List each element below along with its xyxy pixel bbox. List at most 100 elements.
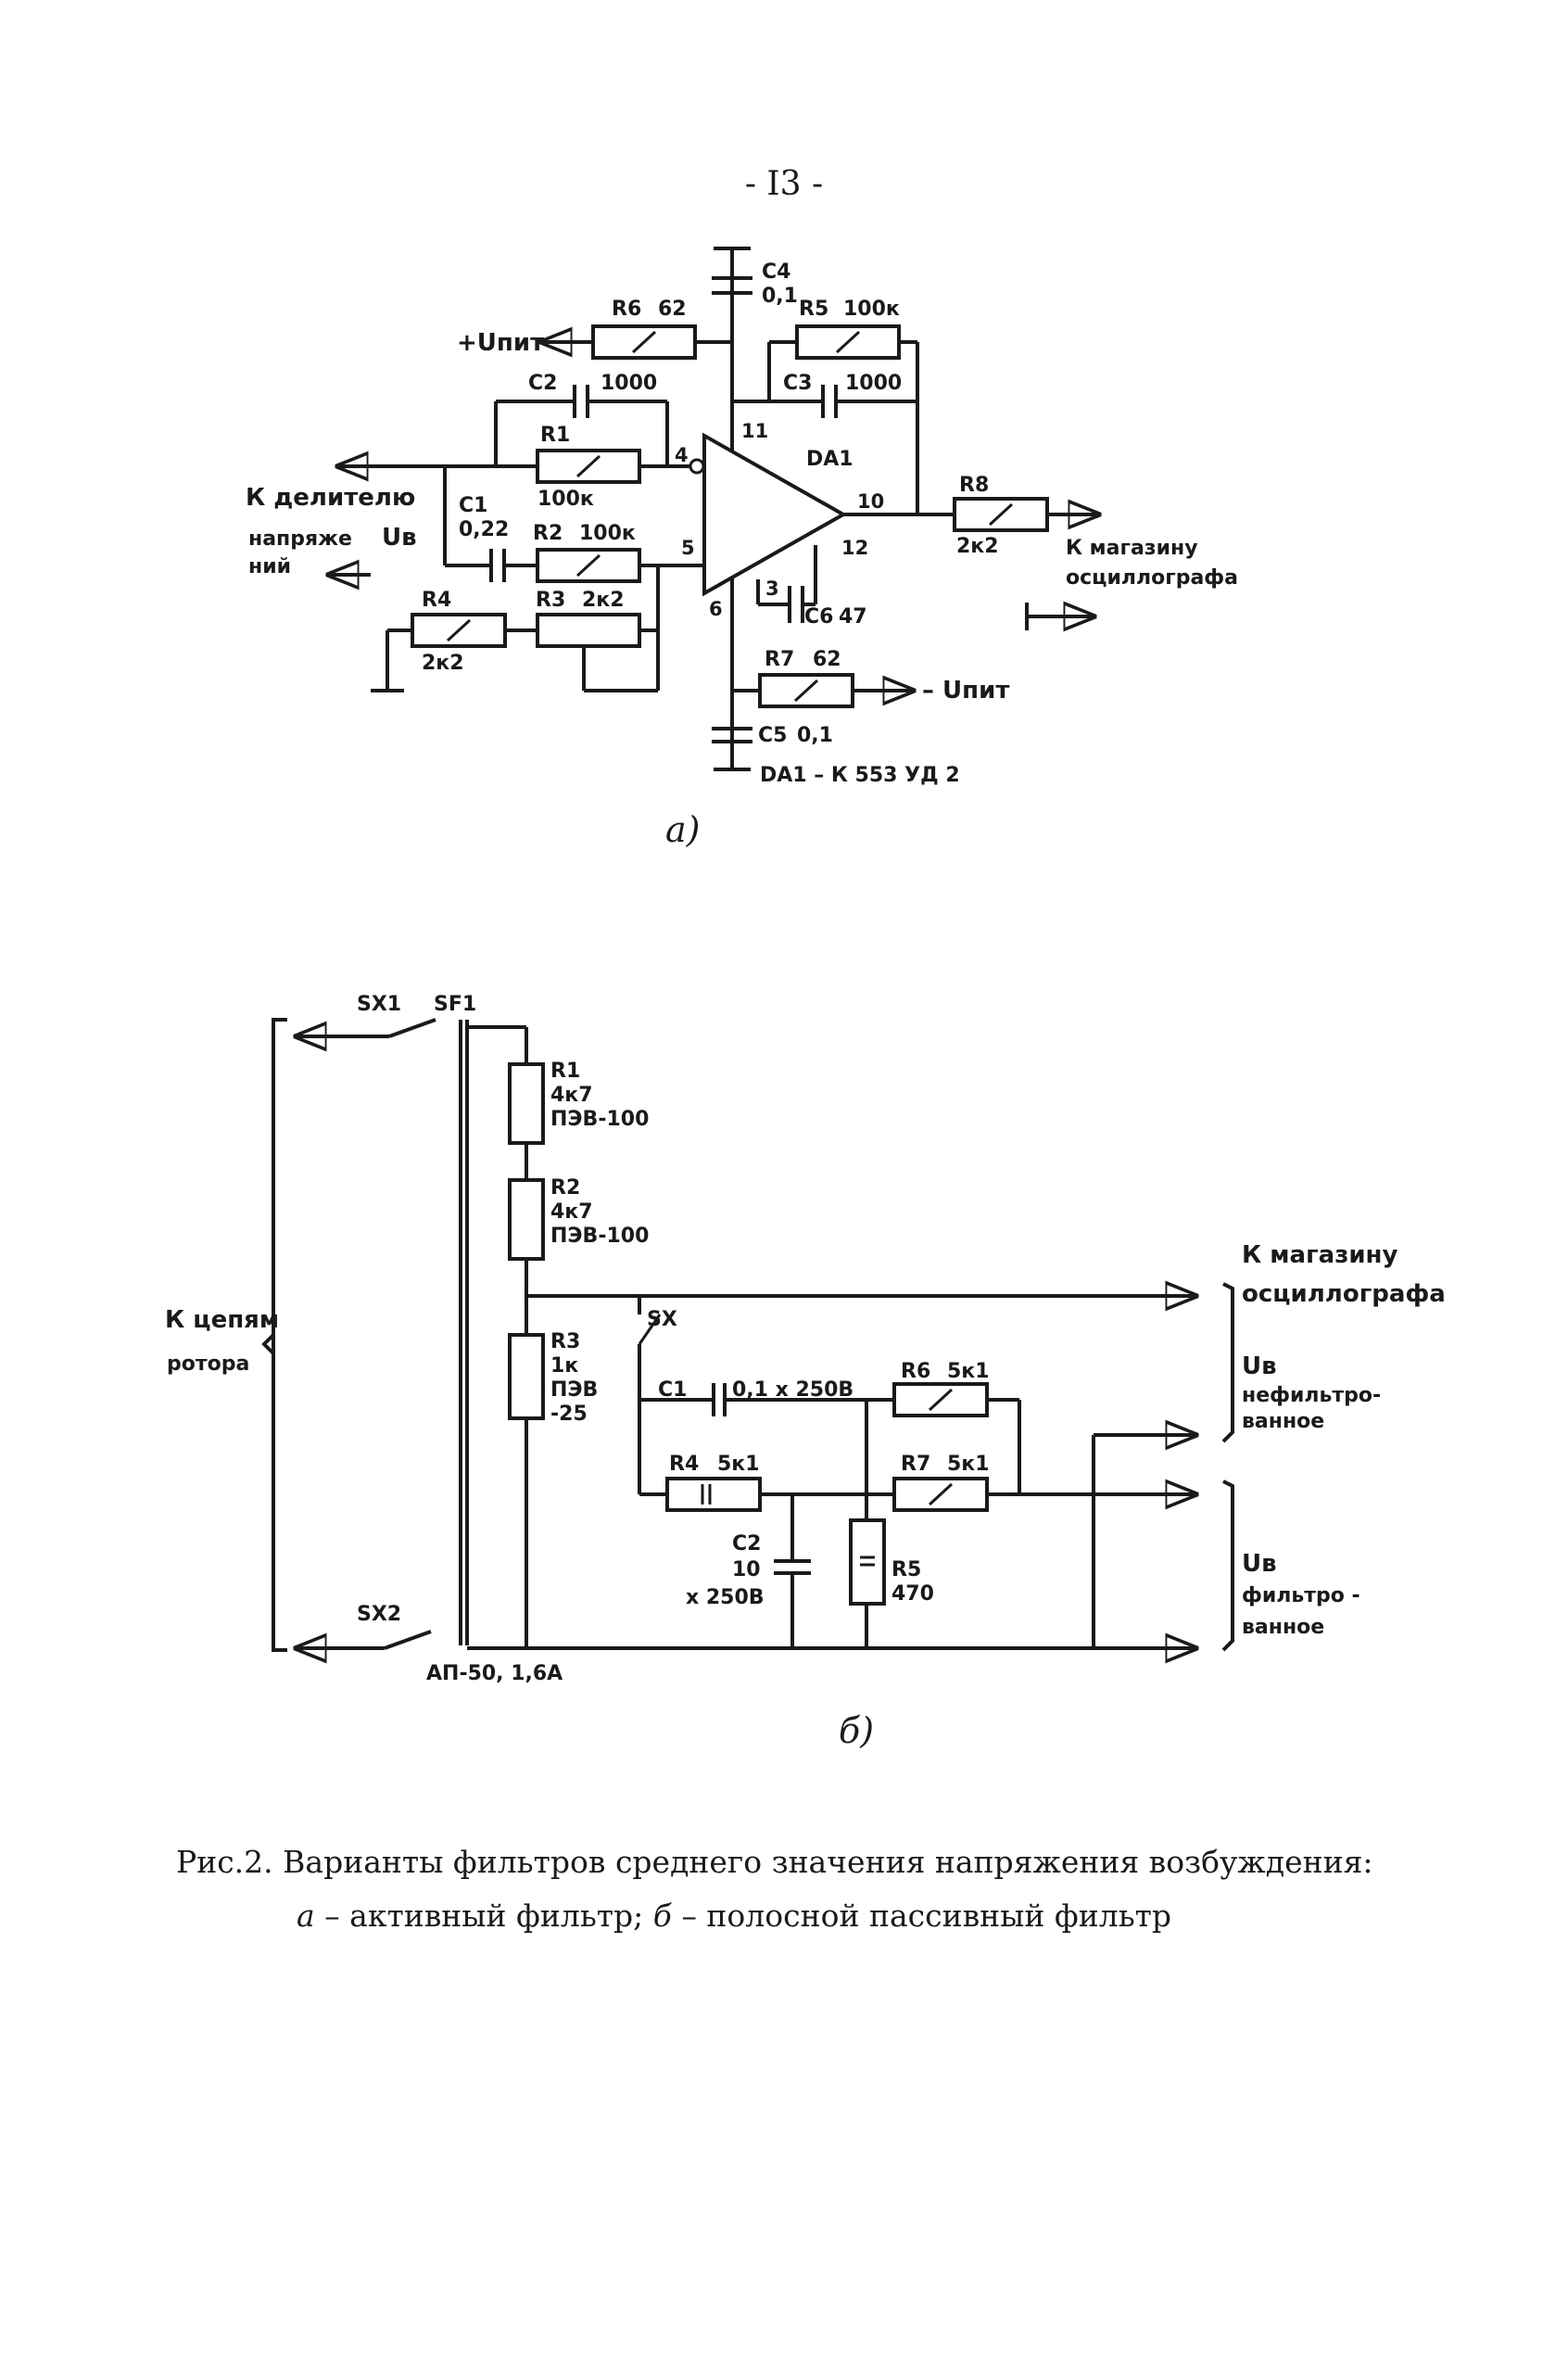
label-sx: SX: [647, 1308, 677, 1331]
label-r1-b: R1: [550, 1060, 580, 1083]
label-output-2: осциллографа: [1066, 566, 1238, 590]
pin-5: 5: [681, 537, 695, 559]
label-r4-value: 2к2: [422, 652, 464, 675]
label-c2: C2: [528, 372, 557, 395]
pin-12: 12: [841, 537, 868, 559]
label-r5-value: 100к: [843, 298, 900, 321]
label-input-3: ний: [248, 555, 291, 578]
label-rotor-2: ротора: [167, 1352, 249, 1376]
label-supply-neg: – Uпит: [922, 677, 1009, 705]
label-r2-b: R2: [550, 1176, 580, 1200]
label-supply-pos: +Uпит: [457, 329, 544, 357]
label-r7-b: R7: [901, 1453, 930, 1476]
caption-marker-a: а: [297, 1898, 315, 1934]
label-r3-b: R3: [550, 1330, 580, 1353]
resistor-r4-b: [665, 1477, 762, 1512]
label-r4-b-value: 5к1: [717, 1453, 760, 1476]
label-r1-b-type: ПЭВ-100: [550, 1108, 649, 1131]
label-r6-b-value: 5к1: [947, 1360, 990, 1383]
figure-caption: Рис.2. Варианты фильтров среднего значен…: [176, 1835, 1473, 1943]
pin-10: 10: [857, 490, 884, 513]
resistor-r3-b: [508, 1333, 545, 1420]
label-input-1: К делителю: [246, 484, 415, 512]
label-filtered-1: фильтро -: [1242, 1584, 1360, 1607]
page-number: - I3 -: [744, 165, 824, 203]
label-c4-value: 0,1: [762, 285, 798, 308]
label-c2-b-value-2: х 250В: [686, 1586, 765, 1609]
label-r7-value: 62: [813, 648, 841, 671]
label-r3-b-type-2: -25: [550, 1403, 588, 1426]
label-sf1: SF1: [434, 993, 476, 1016]
pin-3: 3: [765, 578, 779, 600]
active-filter-schematic: C4 0,1 +Uпит R6 62 R5 100к C2 1000 C3 10…: [246, 247, 1238, 850]
label-r4-b: R4: [669, 1453, 699, 1476]
resistor-r5-b: [849, 1518, 886, 1606]
label-chip-type: DA1 – К 553 УД 2: [760, 764, 960, 787]
label-input-symbol: Uв: [382, 524, 417, 552]
label-r4: R4: [422, 589, 451, 612]
caption-marker-b: б: [652, 1898, 672, 1934]
label-out-2: осциллографа: [1242, 1280, 1446, 1308]
label-unfiltered-2: ванное: [1242, 1410, 1324, 1433]
label-c1-b-value: 0,1 х 250В: [732, 1378, 854, 1402]
pin-4: 4: [675, 444, 689, 466]
label-rotor-1: К цепям: [165, 1306, 279, 1334]
label-r3-value: 2к2: [582, 589, 625, 612]
label-c6-value: 47: [839, 605, 867, 629]
label-sx2: SX2: [357, 1603, 401, 1626]
label-r3-b-type-1: ПЭВ: [550, 1378, 598, 1402]
label-c1-value: 0,22: [459, 518, 509, 541]
label-r2-b-type: ПЭВ-100: [550, 1225, 649, 1248]
label-c3-value: 1000: [845, 372, 902, 395]
label-r2-b-value: 4к7: [550, 1200, 593, 1224]
label-r5-b-value: 470: [891, 1582, 934, 1606]
passive-filter-schematic: SX1 SF1 R1 4к7 ПЭВ-100 R2 4к7 ПЭВ-100 R3…: [165, 993, 1446, 1751]
label-da1: DA1: [806, 448, 854, 471]
label-fuse: АП-50, 1,6А: [426, 1662, 563, 1685]
label-c4: C4: [762, 260, 790, 284]
label-c3: C3: [783, 372, 812, 395]
inverting-bubble: [689, 458, 705, 475]
label-unfiltered-1: нефильтро-: [1242, 1384, 1381, 1407]
caption-line-2: а – активный фильтр; б – полосной пассив…: [176, 1889, 1473, 1943]
label-r3-b-value: 1к: [550, 1354, 578, 1378]
label-r1: R1: [540, 424, 570, 447]
label-filtered-2: ванное: [1242, 1616, 1324, 1639]
sublabel-b: б): [839, 1710, 874, 1751]
label-r1-b-value: 4к7: [550, 1084, 593, 1107]
label-c2-value: 1000: [601, 372, 657, 395]
label-out-1: К магазину: [1242, 1241, 1398, 1269]
label-r2-value: 100к: [579, 522, 636, 545]
resistor-r3: [536, 613, 641, 648]
label-input-2: напряже: [248, 527, 352, 551]
label-output-1: К магазину: [1066, 537, 1198, 560]
label-sx1: SX1: [357, 993, 401, 1016]
label-r1-value: 100к: [537, 488, 594, 511]
label-r8: R8: [959, 474, 989, 497]
label-r7-b-value: 5к1: [947, 1453, 990, 1476]
pin-11: 11: [741, 420, 768, 442]
label-c6: C6: [804, 605, 833, 629]
opamp-da1: [702, 432, 848, 597]
label-c1: C1: [459, 494, 487, 517]
caption-line-1: Рис.2. Варианты фильтров среднего значен…: [176, 1844, 1373, 1880]
label-r7: R7: [765, 648, 794, 671]
label-c1-b: C1: [658, 1378, 687, 1402]
resistor-r2-b: [508, 1178, 545, 1261]
label-r3: R3: [536, 589, 565, 612]
label-c2-b-value-1: 10: [732, 1558, 761, 1581]
label-c5-value: 0,1: [797, 724, 833, 747]
label-r8-value: 2к2: [956, 535, 999, 558]
caption-text-a: – активный фильтр;: [314, 1898, 653, 1934]
caption-text-b: – полосной пассивный фильтр: [671, 1898, 1172, 1934]
label-r6: R6: [612, 298, 641, 321]
label-r5: R5: [799, 298, 828, 321]
label-r6-value: 62: [658, 298, 687, 321]
pin-6: 6: [709, 598, 723, 620]
label-r2: R2: [533, 522, 563, 545]
sublabel-a: а): [665, 809, 700, 850]
label-ub-unfiltered: Uв: [1242, 1352, 1277, 1380]
label-ub-filtered: Uв: [1242, 1550, 1277, 1578]
